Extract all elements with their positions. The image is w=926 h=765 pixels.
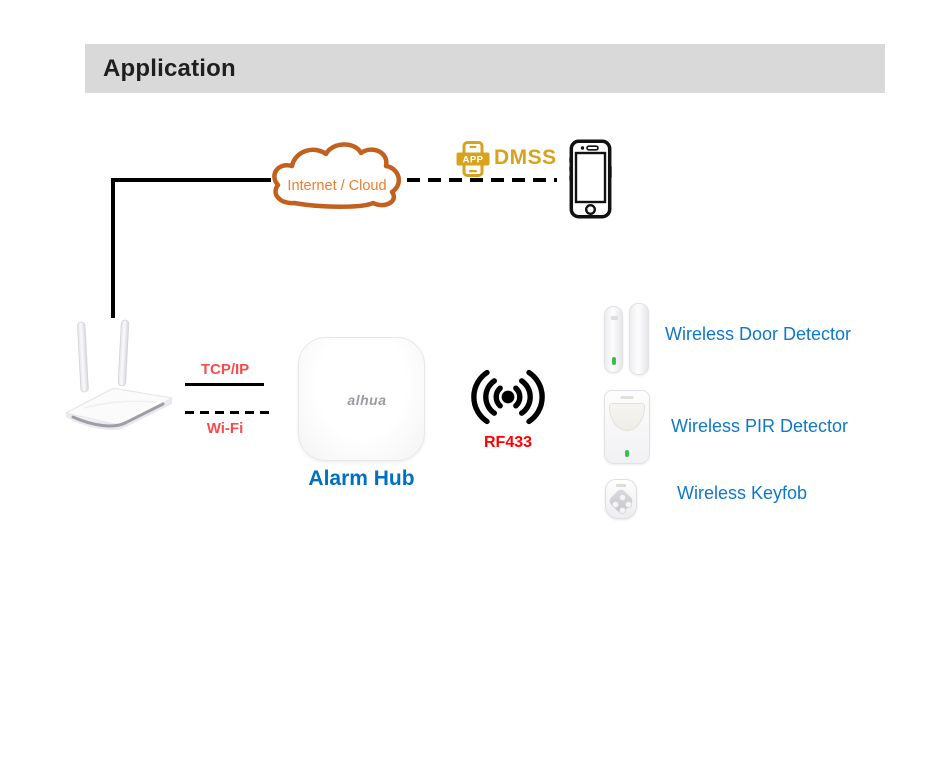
- door-sensor-body: [604, 306, 623, 373]
- cloud-outline: [272, 142, 402, 209]
- phone-side-button: [569, 175, 572, 181]
- tcpip-label: TCP/IP: [200, 361, 250, 378]
- app-phone-home: [469, 170, 477, 173]
- dashed-link-cloud-phone: [407, 178, 557, 182]
- wireless-door-detector-label: Wireless Door Detector: [665, 324, 852, 344]
- door-sensor-magnet: [629, 303, 649, 375]
- router-vent-slot: [71, 402, 165, 428]
- wireless-door-detector-icon: [602, 301, 654, 379]
- pir-logo: [620, 396, 634, 399]
- page-title: Application: [103, 54, 236, 82]
- app-badge-label: APP: [462, 154, 483, 165]
- smartphone-icon: [569, 139, 612, 219]
- internet-cloud-icon: Internet / Cloud: [272, 142, 402, 209]
- wifi-label: Wi-Fi: [206, 420, 244, 437]
- wired-link-router-vertical: [111, 178, 115, 318]
- phone-speaker: [586, 145, 599, 151]
- wireless-keyfob-icon: [605, 479, 637, 519]
- alarm-hub-brand-logo: alhua: [347, 391, 387, 408]
- dmss-label: DMSS: [494, 146, 557, 169]
- phone-screen: [574, 151, 607, 204]
- phone-home-button: [585, 203, 597, 215]
- dmss-app-icon: APP: [456, 141, 490, 177]
- router-icon: [65, 319, 173, 430]
- wifi-dashed-line: [185, 411, 269, 414]
- wireless-pir-detector-icon: [604, 390, 650, 464]
- phone-power-button: [609, 166, 612, 178]
- app-banner: [456, 152, 490, 166]
- rf433-signal-icon: [471, 369, 545, 425]
- cloud-label: Internet / Cloud: [287, 178, 386, 194]
- wired-link-cloud-horizontal: [111, 178, 271, 182]
- phone-side-button: [569, 166, 572, 172]
- rf433-label: RF433: [483, 434, 533, 451]
- alarm-hub-device: alhua: [298, 337, 425, 461]
- door-sensor-logo: [611, 316, 618, 320]
- keyfob-body: [605, 479, 637, 519]
- keyfob-button: [612, 500, 619, 508]
- rf-waves: [471, 369, 545, 425]
- phone-side-button: [569, 157, 572, 163]
- tcpip-line: [185, 383, 264, 386]
- phone-camera-dot: [580, 146, 585, 150]
- pir-led: [625, 450, 629, 457]
- router-ridge-line: [83, 400, 157, 409]
- wireless-keyfob-label: Wireless Keyfob: [677, 483, 808, 503]
- app-phone-speaker: [469, 146, 477, 148]
- keyfob-button: [618, 507, 626, 514]
- keyfob-logo: [616, 484, 626, 487]
- keyfob-button: [618, 494, 626, 501]
- keyfob-button: [625, 500, 632, 508]
- router-antenna-right: [117, 319, 130, 387]
- router-antenna-left: [77, 321, 89, 393]
- wireless-pir-detector-label: Wireless PIR Detector: [671, 416, 849, 436]
- alarm-hub-label: Alarm Hub: [308, 467, 415, 490]
- door-sensor-led: [612, 357, 616, 365]
- pir-lens: [609, 403, 645, 431]
- section-header-bar: Application: [85, 44, 885, 93]
- pir-body: [604, 390, 650, 464]
- rf-center-dot: [501, 390, 515, 404]
- router-body-base: [66, 398, 172, 430]
